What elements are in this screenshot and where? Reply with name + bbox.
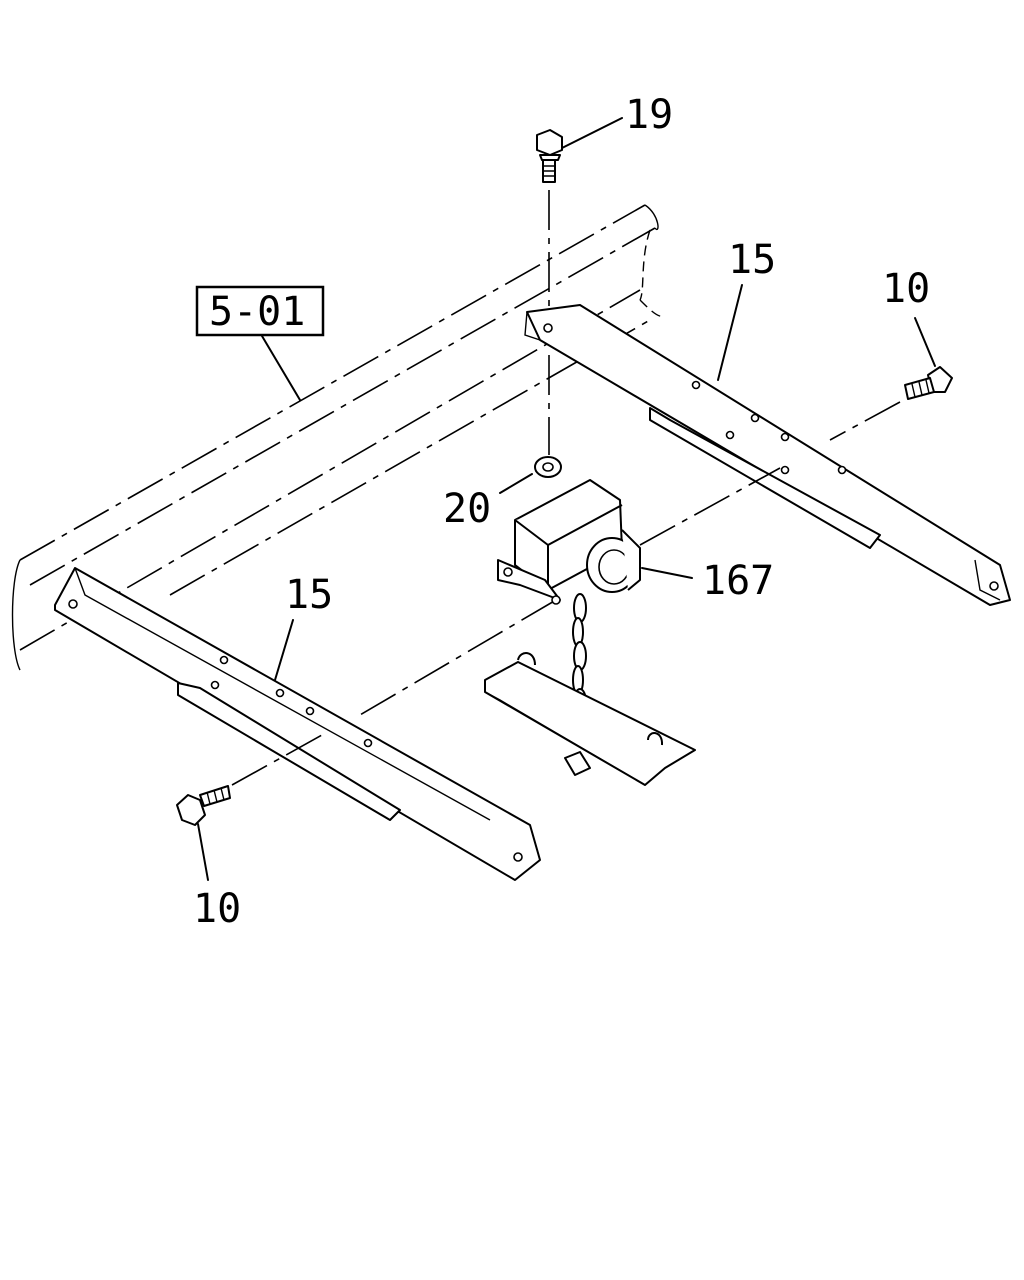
- reference-box[interactable]: 5-01: [195, 285, 325, 401]
- bracket-left: [54, 567, 541, 881]
- leader-bracket-left: [274, 619, 294, 681]
- spare-tire-hanger: [359, 467, 781, 786]
- callout-hanger: 167: [702, 558, 774, 604]
- callout-bracket-left: 15: [285, 572, 333, 618]
- bolt-left: [176, 734, 323, 881]
- bracket-right: [524, 304, 1011, 606]
- callout-bolt-left: 10: [193, 886, 241, 932]
- bolt-right: [829, 317, 953, 441]
- callout-bracket-right: 15: [728, 237, 776, 283]
- callout-bolt-top: 19: [625, 92, 673, 138]
- frame-rail: [11, 204, 666, 671]
- callout-bolt-right: 10: [882, 266, 930, 312]
- callout-nut: 20: [443, 486, 491, 532]
- nut: [499, 456, 562, 494]
- reference-label: 5-01: [209, 289, 305, 335]
- bolt-top: [536, 117, 623, 455]
- leader-bracket-right: [717, 284, 743, 381]
